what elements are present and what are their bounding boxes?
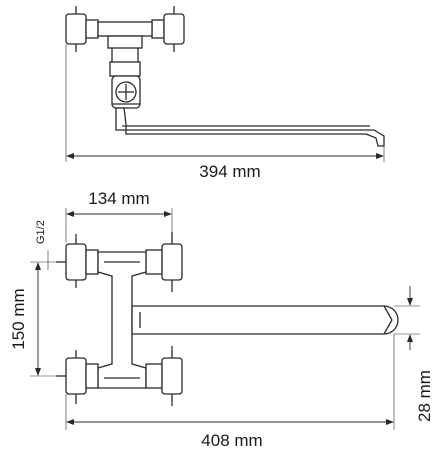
top-left-handle: [65, 6, 99, 52]
dimension-394: 394 mm: [66, 153, 384, 181]
top-diverter-knob: [111, 75, 141, 109]
dimension-150: 150 mm: [9, 261, 56, 377]
dimension-label-150: 150 mm: [9, 288, 28, 349]
dimension-28: 28 mm: [394, 286, 434, 422]
front-upper-left-handle: [56, 234, 99, 288]
dimension-label-134: 134 mm: [88, 189, 149, 208]
front-view: 134 mm G1/2: [9, 189, 434, 450]
thread-label-text: G1/2: [35, 220, 47, 244]
front-spout: [131, 305, 399, 335]
dimension-408: 408 mm: [65, 334, 395, 450]
dimension-label-394: 394 mm: [199, 162, 260, 181]
front-lower-right-handle: [145, 346, 183, 406]
dimension-label-408: 408 mm: [201, 431, 262, 450]
top-body: [97, 21, 153, 77]
dimension-label-28: 28 mm: [415, 370, 434, 422]
thread-label: G1/2: [35, 220, 49, 270]
dimension-134: 134 mm: [65, 189, 173, 242]
front-upper-right-handle: [145, 232, 183, 292]
top-view: 394 mm: [65, 6, 385, 181]
top-right-handle: [151, 6, 185, 52]
front-lower-left-handle: [56, 350, 99, 404]
top-spout: [115, 107, 385, 147]
